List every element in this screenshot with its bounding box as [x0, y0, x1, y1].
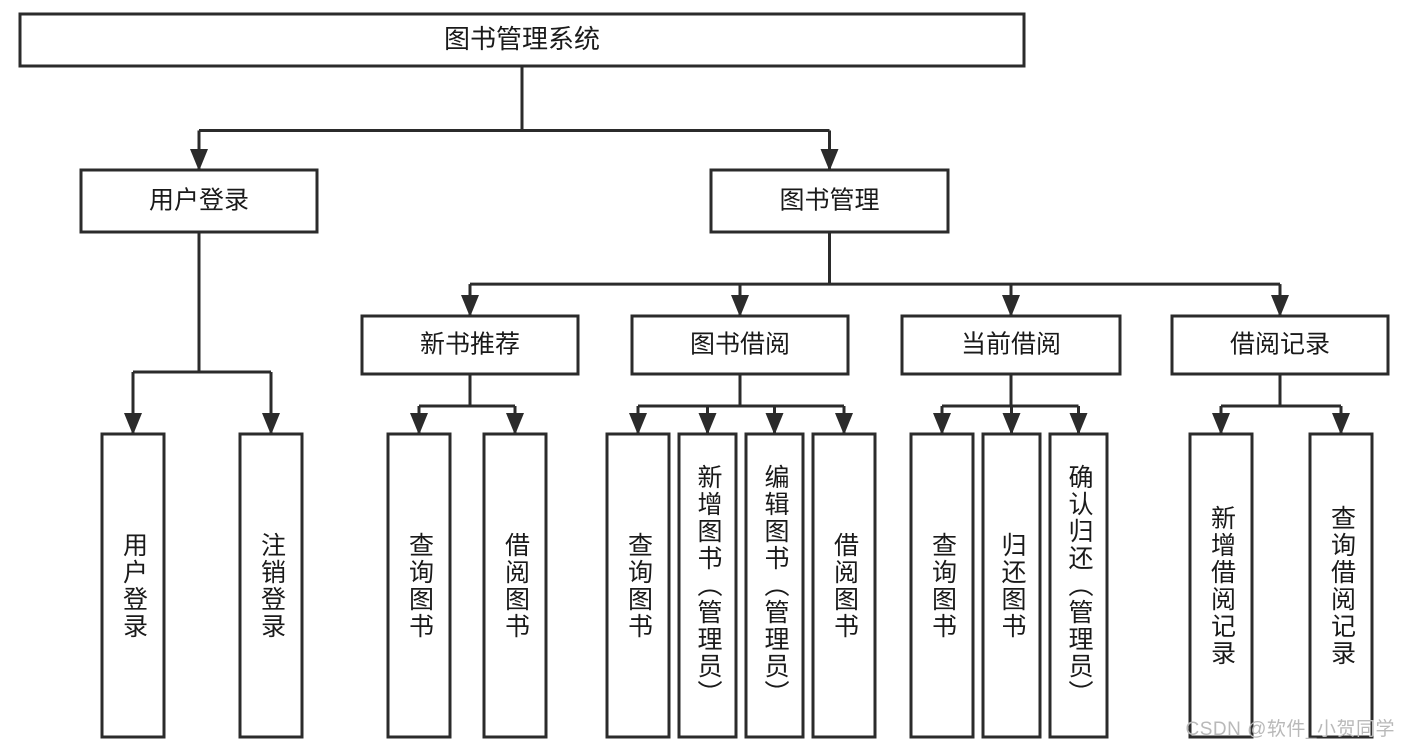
arrow-head-icon — [1069, 413, 1088, 435]
arrow-head-icon — [1332, 413, 1350, 435]
node-box[interactable] — [18, 12, 1026, 68]
node-l3_0[interactable]: 新书推荐 — [360, 314, 580, 376]
node-l3_1[interactable]: 图书借阅 — [630, 314, 850, 376]
node-leaf_9[interactable] — [981, 432, 1042, 739]
node-leaf_1[interactable] — [238, 432, 304, 739]
node-box[interactable] — [630, 314, 850, 376]
node-label: 图书管理 — [779, 187, 879, 215]
node-box[interactable] — [605, 432, 671, 739]
node-box[interactable] — [811, 432, 877, 739]
arrow-head-icon — [1212, 413, 1230, 435]
node-leaf_3[interactable] — [482, 432, 548, 739]
arrow-head-icon — [506, 413, 524, 435]
node-label: 图书借阅 — [690, 331, 790, 359]
node-box[interactable] — [909, 432, 975, 739]
arrow-head-icon — [765, 413, 784, 435]
node-box[interactable] — [1048, 432, 1109, 739]
node-label: 用户登录 — [149, 187, 249, 215]
node-leaf_7[interactable] — [811, 432, 877, 739]
node-box[interactable] — [238, 432, 304, 739]
arrow-head-icon — [835, 413, 853, 435]
arrow-head-icon — [1002, 295, 1020, 317]
node-label: 图书管理系统 — [444, 24, 600, 54]
node-box[interactable] — [1170, 314, 1390, 376]
node-box[interactable] — [709, 168, 950, 234]
node-box[interactable] — [1308, 432, 1374, 739]
node-label: 新书推荐 — [420, 331, 520, 359]
node-label: 当前借阅 — [961, 331, 1061, 359]
node-box[interactable] — [677, 432, 738, 739]
watermark-text: CSDN @软件_小贺同学 — [1185, 719, 1395, 740]
arrow-head-icon — [820, 149, 839, 171]
node-box[interactable] — [79, 168, 319, 234]
arrow-head-icon — [698, 413, 717, 435]
edge-layer — [124, 66, 1350, 435]
node-l2_1[interactable]: 图书管理 — [709, 168, 950, 234]
arrow-head-icon — [731, 295, 749, 317]
node-leaf_0[interactable] — [100, 432, 166, 739]
arrow-head-icon — [124, 413, 142, 435]
node-box[interactable] — [1188, 432, 1254, 739]
node-box[interactable] — [482, 432, 548, 739]
arrow-head-icon — [1271, 295, 1289, 317]
arrow-head-icon — [410, 413, 428, 435]
node-box[interactable] — [744, 432, 805, 739]
node-leaf_12[interactable] — [1308, 432, 1374, 739]
node-box[interactable] — [360, 314, 580, 376]
node-box[interactable] — [100, 432, 166, 739]
node-leaf_2[interactable] — [386, 432, 452, 739]
node-l3_2[interactable]: 当前借阅 — [900, 314, 1122, 376]
node-leaf_4[interactable] — [605, 432, 671, 739]
node-l2_0[interactable]: 用户登录 — [79, 168, 319, 234]
arrow-head-icon — [629, 413, 647, 435]
arrow-head-icon — [933, 413, 951, 435]
node-box[interactable] — [981, 432, 1042, 739]
node-leaf_11[interactable] — [1188, 432, 1254, 739]
node-leaf_5[interactable] — [677, 432, 738, 739]
node-leaf_8[interactable] — [909, 432, 975, 739]
node-root[interactable]: 图书管理系统 — [18, 12, 1026, 68]
arrow-head-icon — [190, 149, 208, 171]
arrow-head-icon — [262, 413, 280, 435]
node-box[interactable] — [900, 314, 1122, 376]
node-label: 借阅记录 — [1230, 331, 1330, 359]
arrow-head-icon — [1002, 413, 1021, 435]
node-leaf_6[interactable] — [744, 432, 805, 739]
node-box[interactable] — [386, 432, 452, 739]
node-l3_3[interactable]: 借阅记录 — [1170, 314, 1390, 376]
arrow-head-icon — [461, 295, 479, 317]
node-leaf_10[interactable] — [1048, 432, 1109, 739]
